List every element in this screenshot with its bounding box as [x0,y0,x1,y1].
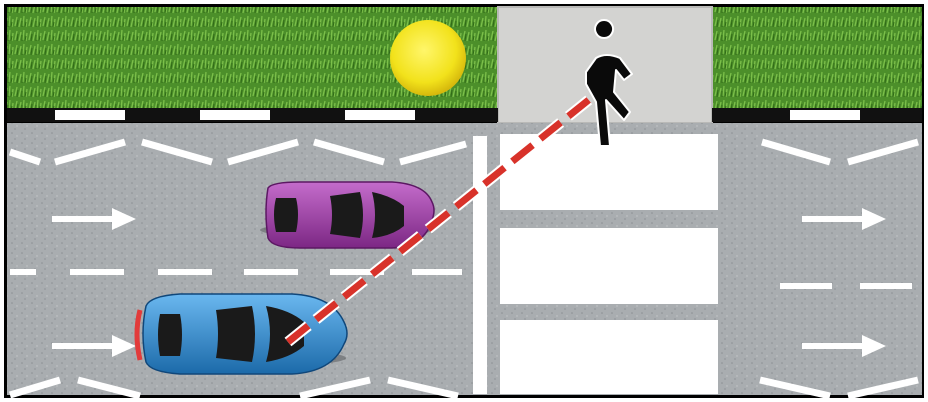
grass-right [712,7,922,111]
car-icon [260,182,434,248]
curb [7,108,922,122]
sun-icon [390,20,466,96]
car-icon [137,294,347,374]
stop-line [473,136,487,394]
zebra-crossing [500,134,718,394]
